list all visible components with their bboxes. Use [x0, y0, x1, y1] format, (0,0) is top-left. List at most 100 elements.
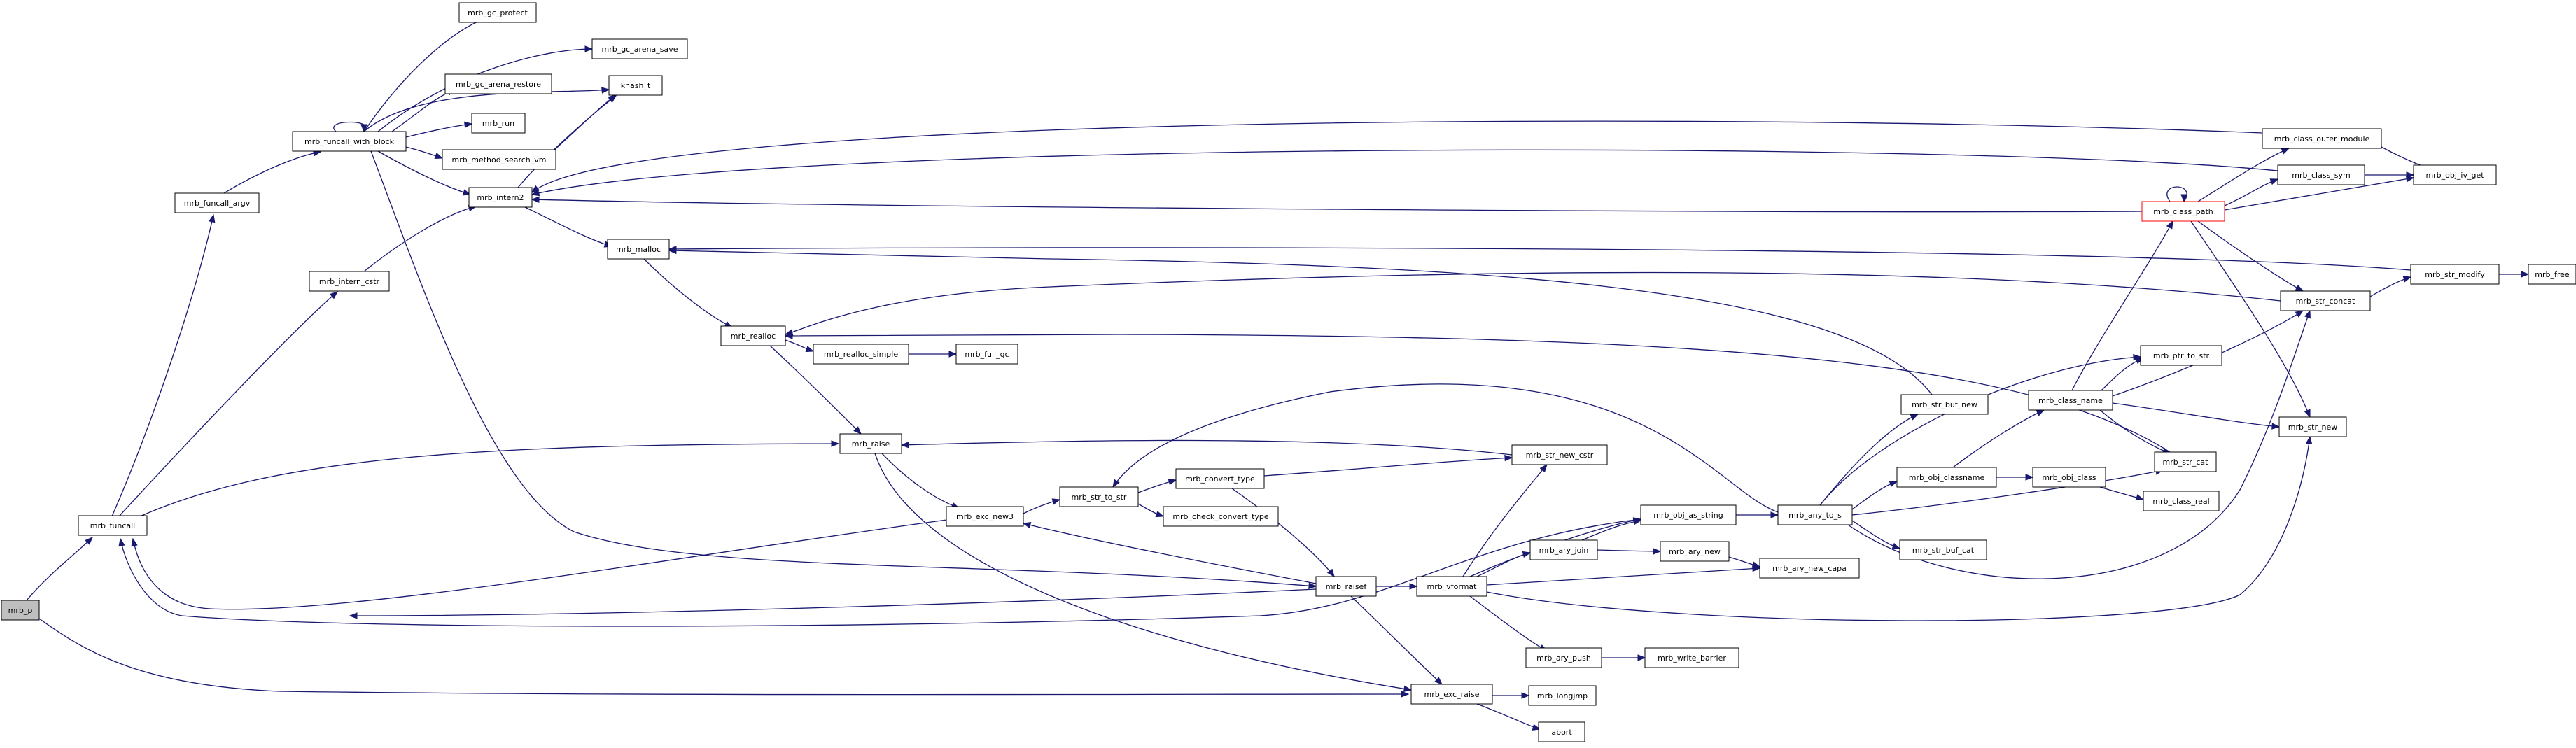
node-box[interactable]: [1896, 467, 1997, 488]
node-box[interactable]: [309, 271, 390, 292]
node-box[interactable]: [2141, 201, 2225, 222]
node-mrb-raise[interactable]: mrb_raise: [839, 433, 902, 454]
node-mrb-str-to-str[interactable]: mrb_str_to_str: [1059, 486, 1139, 507]
node-box[interactable]: [608, 75, 663, 96]
node-mrb-realloc[interactable]: mrb_realloc: [720, 325, 786, 346]
node-mrb-ary-push[interactable]: mrb_ary_push: [1525, 647, 1602, 668]
node-box[interactable]: [1175, 468, 1265, 489]
node-box[interactable]: [444, 73, 552, 94]
node-box[interactable]: [2262, 128, 2382, 149]
node-box[interactable]: [839, 433, 902, 454]
node-mrb-longjmp[interactable]: mrb_longjmp: [1528, 685, 1597, 706]
node-mrb-class-name[interactable]: mrb_class_name: [2028, 390, 2113, 411]
node-mrb-full-gc[interactable]: mrb_full_gc: [955, 344, 1018, 365]
node-box[interactable]: [78, 515, 148, 536]
node-box[interactable]: [468, 187, 533, 208]
node-box[interactable]: [442, 149, 556, 170]
node-box[interactable]: [2032, 467, 2106, 488]
node-mrb-str-buf-new[interactable]: mrb_str_buf_new: [1900, 394, 1989, 415]
node-box[interactable]: [720, 325, 786, 346]
node-mrb-obj-iv-get[interactable]: mrb_obj_iv_get: [2413, 164, 2497, 185]
node-mrb-funcall-argv[interactable]: mrb_funcall_argv: [174, 192, 260, 213]
node-box[interactable]: [813, 344, 909, 365]
node-mrb-str-cat[interactable]: mrb_str_cat: [2154, 451, 2217, 472]
node-box[interactable]: [1538, 721, 1586, 742]
node-mrb-funcall-with-block[interactable]: mrb_funcall_with_block: [292, 131, 407, 152]
node-box[interactable]: [1525, 647, 1602, 668]
node-mrb-free[interactable]: mrb_free: [2528, 264, 2576, 285]
node-box[interactable]: [2140, 345, 2222, 366]
node-mrb-gc-arena-restore[interactable]: mrb_gc_arena_restore: [444, 73, 552, 94]
node-box[interactable]: [1640, 504, 1737, 525]
node-box[interactable]: [458, 2, 537, 23]
node-mrb-write-barrier[interactable]: mrb_write_barrier: [1644, 647, 1740, 668]
node-box[interactable]: [1660, 541, 1730, 562]
node-box[interactable]: [1, 600, 40, 621]
node-box[interactable]: [1900, 394, 1989, 415]
node-box[interactable]: [1315, 576, 1377, 597]
node-box[interactable]: [292, 131, 407, 152]
node-mrb-p[interactable]: mrb_p: [1, 600, 40, 621]
node-box[interactable]: [1059, 486, 1139, 507]
node-khash-t[interactable]: khash_t: [608, 75, 663, 96]
node-mrb-obj-as-string[interactable]: mrb_obj_as_string: [1640, 504, 1737, 525]
node-mrb-ary-new-capa[interactable]: mrb_ary_new_capa: [1759, 558, 1860, 579]
node-box[interactable]: [592, 38, 688, 59]
node-box[interactable]: [1759, 558, 1860, 579]
node-box[interactable]: [2280, 290, 2371, 311]
node-mrb-funcall[interactable]: mrb_funcall: [78, 515, 148, 536]
node-mrb-exc-raise[interactable]: mrb_exc_raise: [1410, 684, 1493, 705]
node-mrb-class-outer-module[interactable]: mrb_class_outer_module: [2262, 128, 2382, 149]
node-mrb-ary-new[interactable]: mrb_ary_new: [1660, 541, 1730, 562]
node-box[interactable]: [1528, 685, 1597, 706]
node-mrb-class-sym[interactable]: mrb_class_sym: [2277, 164, 2365, 185]
node-mrb-obj-classname[interactable]: mrb_obj_classname: [1896, 467, 1997, 488]
node-mrb-str-concat[interactable]: mrb_str_concat: [2280, 290, 2371, 311]
node-box[interactable]: [1777, 504, 1853, 525]
node-box[interactable]: [2154, 451, 2217, 472]
node-box[interactable]: [1163, 506, 1279, 527]
node-box[interactable]: [1416, 576, 1488, 597]
node-box[interactable]: [2277, 164, 2365, 185]
node-mrb-intern2[interactable]: mrb_intern2: [468, 187, 533, 208]
node-box[interactable]: [1410, 684, 1493, 705]
node-mrb-obj-class[interactable]: mrb_obj_class: [2032, 467, 2106, 488]
node-mrb-realloc-simple[interactable]: mrb_realloc_simple: [813, 344, 909, 365]
node-box[interactable]: [1530, 539, 1598, 560]
node-box[interactable]: [946, 506, 1024, 527]
node-mrb-vformat[interactable]: mrb_vformat: [1416, 576, 1488, 597]
node-abort[interactable]: abort: [1538, 721, 1586, 742]
node-mrb-method-search-vm[interactable]: mrb_method_search_vm: [442, 149, 556, 170]
node-box[interactable]: [1899, 539, 1987, 560]
node-box[interactable]: [2278, 416, 2347, 437]
node-mrb-class-real[interactable]: mrb_class_real: [2143, 491, 2220, 511]
node-box[interactable]: [174, 192, 260, 213]
node-mrb-str-modify[interactable]: mrb_str_modify: [2410, 264, 2500, 285]
node-mrb-exc-new3[interactable]: mrb_exc_new3: [946, 506, 1024, 527]
node-box[interactable]: [1644, 647, 1740, 668]
node-mrb-run[interactable]: mrb_run: [471, 113, 526, 134]
node-box[interactable]: [607, 239, 670, 260]
node-box[interactable]: [2028, 390, 2113, 411]
node-box[interactable]: [2528, 264, 2576, 285]
node-mrb-ary-join[interactable]: mrb_ary_join: [1530, 539, 1598, 560]
node-mrb-ptr-to-str[interactable]: mrb_ptr_to_str: [2140, 345, 2222, 366]
node-mrb-str-new-cstr[interactable]: mrb_str_new_cstr: [1511, 444, 1608, 465]
node-mrb-str-buf-cat[interactable]: mrb_str_buf_cat: [1899, 539, 1987, 560]
node-box[interactable]: [471, 113, 526, 134]
node-mrb-class-path[interactable]: mrb_class_path: [2141, 201, 2225, 222]
node-mrb-gc-protect[interactable]: mrb_gc_protect: [458, 2, 537, 23]
node-mrb-intern-cstr[interactable]: mrb_intern_cstr: [309, 271, 390, 292]
node-box[interactable]: [1511, 444, 1608, 465]
node-box[interactable]: [955, 344, 1018, 365]
node-mrb-any-to-s[interactable]: mrb_any_to_s: [1777, 504, 1853, 525]
node-mrb-raisef[interactable]: mrb_raisef: [1315, 576, 1377, 597]
node-box[interactable]: [2410, 264, 2500, 285]
node-mrb-malloc[interactable]: mrb_malloc: [607, 239, 670, 260]
node-mrb-str-new[interactable]: mrb_str_new: [2278, 416, 2347, 437]
node-box[interactable]: [2143, 491, 2220, 511]
node-mrb-convert-type[interactable]: mrb_convert_type: [1175, 468, 1265, 489]
node-mrb-gc-arena-save[interactable]: mrb_gc_arena_save: [592, 38, 688, 59]
node-box[interactable]: [2413, 164, 2497, 185]
node-mrb-check-convert-type[interactable]: mrb_check_convert_type: [1163, 506, 1279, 527]
